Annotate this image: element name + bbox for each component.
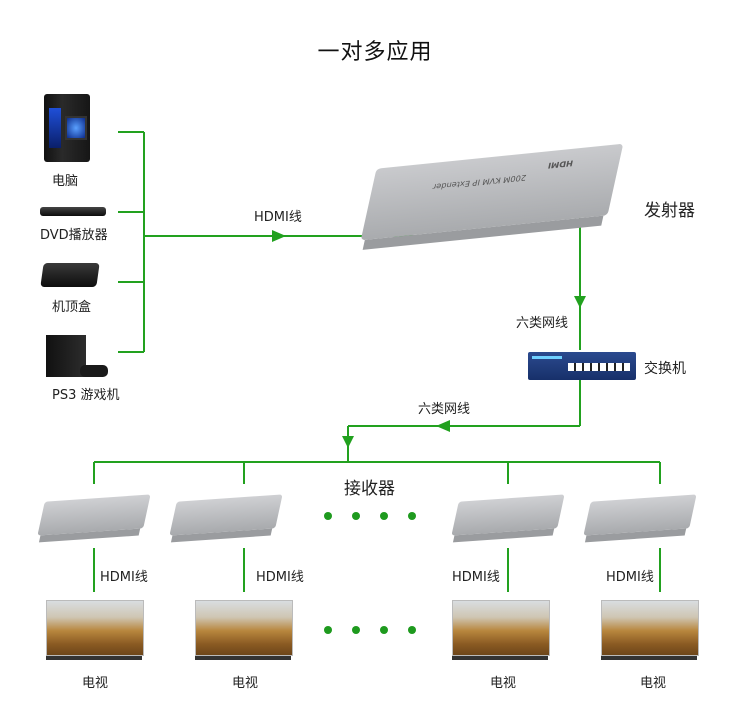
tv-icon (46, 600, 144, 660)
dvd-player-icon (40, 207, 106, 216)
ellipsis-dot (380, 626, 388, 634)
arrow-left-icon (436, 420, 450, 432)
game-console-icon (46, 335, 108, 377)
receiver-label: 接收器 (344, 479, 395, 499)
source-label-dvd: DVD播放器 (40, 228, 108, 243)
source-label-ps: PS3 游戏机 (52, 388, 120, 403)
ellipsis-dot (408, 512, 416, 520)
ellipsis-dot (324, 626, 332, 634)
ellipsis-dot (324, 512, 332, 520)
arrow-down-icon (574, 296, 586, 308)
network-switch-icon (528, 352, 636, 380)
tv-label-4: 电视 (640, 676, 667, 691)
tv-label-1: 电视 (82, 676, 109, 691)
rx1-cable-label: HDMI线 (100, 570, 148, 585)
ellipsis-dot (380, 512, 388, 520)
ellipsis-dot (352, 512, 360, 520)
hdmi-cable-label: HDMI线 (254, 210, 302, 225)
switch-label: 交换机 (644, 361, 686, 377)
set-top-box-icon (40, 263, 100, 287)
arrow-down-icon (342, 436, 354, 448)
ellipsis-dot (408, 626, 416, 634)
rx4-cable-label: HDMI线 (606, 570, 654, 585)
rx3-cable-label: HDMI线 (452, 570, 500, 585)
tv-label-2: 电视 (232, 676, 259, 691)
transmitter-brand-text: HDMI (547, 158, 575, 170)
tv-icon (452, 600, 550, 660)
transmitter-model-text: 200M KVM IP Extender (431, 172, 528, 192)
tv-icon (601, 600, 699, 660)
tv-icon (195, 600, 293, 660)
cat6-label-bottom: 六类网线 (418, 402, 471, 417)
cat6-label-top: 六类网线 (516, 316, 569, 331)
tv-label-3: 电视 (490, 676, 517, 691)
rx2-cable-label: HDMI线 (256, 570, 304, 585)
source-label-pc: 电脑 (52, 174, 79, 189)
source-label-stb: 机顶盒 (52, 300, 92, 315)
pc-tower-icon (44, 94, 90, 162)
transmitter-label: 发射器 (644, 201, 695, 221)
arrow-right-icon (272, 230, 286, 242)
page-title: 一对多应用 (317, 40, 433, 65)
ellipsis-dot (352, 626, 360, 634)
